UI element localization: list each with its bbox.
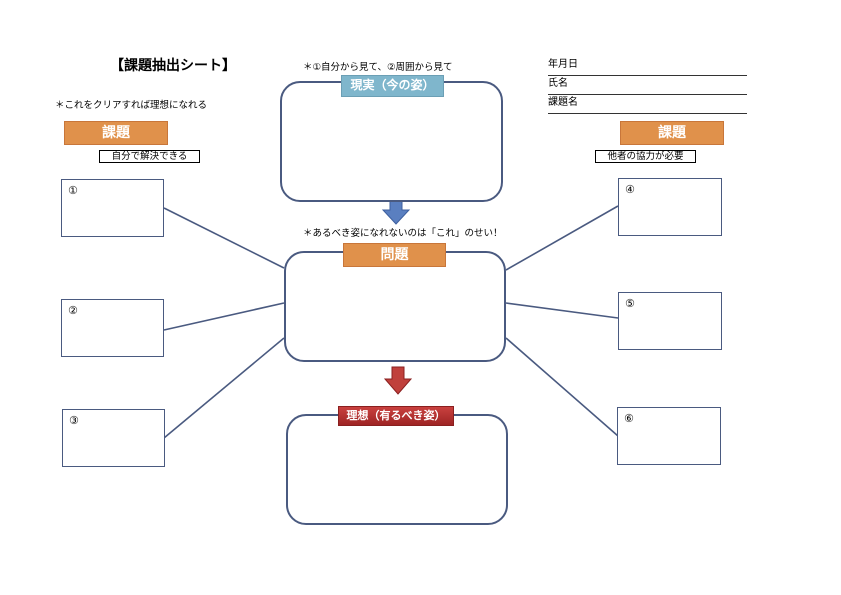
date-field[interactable]: 年月日 — [548, 57, 747, 76]
problem-box[interactable] — [284, 251, 506, 362]
problem-label: 問題 — [343, 243, 446, 267]
issue-box-1[interactable]: ① — [61, 179, 164, 237]
down-arrow-blue-icon — [381, 200, 411, 225]
issue-box-4[interactable]: ④ — [618, 178, 722, 236]
issue-number-3: ③ — [69, 414, 79, 427]
issue-number-6: ⑥ — [624, 412, 634, 425]
note-problem: ＊あるべき姿になれないのは「これ」のせい！ — [303, 228, 503, 239]
issue-box-2[interactable]: ② — [61, 299, 164, 357]
sheet-title: 【課題抽出シート】 — [110, 58, 236, 74]
right-issue-sub: 他者の協力が必要 — [595, 150, 696, 163]
issue-box-6[interactable]: ⑥ — [617, 407, 721, 465]
down-arrow-red-icon — [383, 366, 413, 395]
connector-line-3 — [163, 337, 285, 439]
ideal-label: 理想（有るべき姿） — [338, 406, 454, 426]
issue-number-2: ② — [68, 304, 78, 317]
name-field[interactable]: 氏名 — [548, 76, 747, 95]
issue-box-3[interactable]: ③ — [62, 409, 165, 467]
left-issue-label: 課題 — [64, 121, 168, 145]
reality-box[interactable] — [280, 81, 503, 202]
reality-label: 現実（今の姿） — [341, 75, 444, 97]
connector-line-6 — [505, 337, 619, 437]
connector-line-5 — [505, 302, 619, 319]
connector-line-1 — [163, 207, 285, 269]
issue-number-4: ④ — [625, 183, 635, 196]
name-label: 氏名 — [548, 78, 568, 89]
issue-number-1: ① — [68, 184, 78, 197]
issue-box-5[interactable]: ⑤ — [618, 292, 722, 350]
date-label: 年月日 — [548, 59, 578, 70]
topic-label: 課題名 — [548, 97, 578, 108]
note-clear: ＊これをクリアすれば理想になれる — [55, 100, 208, 111]
ideal-box[interactable] — [286, 414, 508, 525]
issue-number-5: ⑤ — [625, 297, 635, 310]
topic-field[interactable]: 課題名 — [548, 95, 747, 114]
note-view: ＊①自分から見て、②周囲から見て — [303, 62, 453, 73]
connector-line-2 — [163, 302, 285, 331]
left-issue-sub: 自分で解決できる — [99, 150, 200, 163]
connector-line-4 — [505, 205, 619, 271]
right-issue-label: 課題 — [620, 121, 724, 145]
